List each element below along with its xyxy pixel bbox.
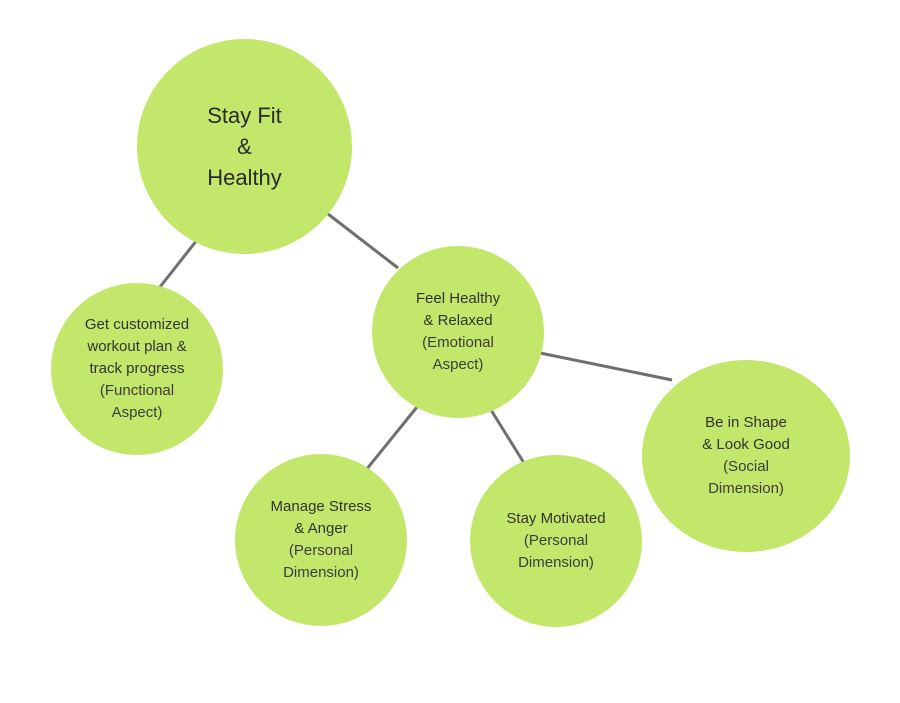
node-social-dimension: Be in Shape & Look Good (Social Dimensio… bbox=[642, 360, 850, 552]
node-functional-sub-2: Aspect) bbox=[111, 404, 163, 421]
node-emotional-sub-2: Aspect) bbox=[432, 356, 484, 373]
node-stay-fit-healthy: Stay Fit & Healthy bbox=[137, 39, 352, 254]
edge-root-emotional bbox=[327, 212, 399, 270]
node-social-title-1: Be in Shape bbox=[705, 414, 787, 431]
edge-root-functional bbox=[158, 239, 199, 288]
node-motivated-title-1: Stay Motivated bbox=[506, 510, 606, 527]
node-root-line-3: Healthy bbox=[207, 165, 282, 190]
node-functional-title-2: workout plan & bbox=[87, 338, 187, 355]
node-motivated-sub-2: Dimension) bbox=[518, 554, 594, 571]
node-stay-motivated: Stay Motivated (Personal Dimension) bbox=[470, 455, 642, 627]
node-stress-title-2: & Anger bbox=[294, 520, 348, 537]
edge-emotional-stress bbox=[364, 406, 419, 471]
node-emotional-title-1: Feel Healthy bbox=[415, 290, 501, 307]
node-root-line-2: & bbox=[237, 134, 252, 159]
node-emotional-title-2: & Relaxed bbox=[423, 312, 493, 329]
node-emotional-aspect: Feel Healthy & Relaxed (Emotional Aspect… bbox=[372, 246, 544, 418]
node-manage-stress: Manage Stress & Anger (Personal Dimensio… bbox=[235, 454, 407, 626]
node-social-sub-1: (Social bbox=[723, 458, 769, 475]
node-root-line-1: Stay Fit bbox=[207, 103, 282, 128]
node-motivated-sub-1: (Personal bbox=[523, 532, 589, 549]
node-social-title-2: & Look Good bbox=[702, 436, 790, 453]
node-emotional-sub-1: (Emotional bbox=[422, 334, 494, 351]
node-functional-sub-1: (Functional bbox=[99, 382, 175, 399]
node-functional-aspect: Get customized workout plan & track prog… bbox=[51, 283, 223, 455]
node-social-sub-2: Dimension) bbox=[708, 480, 784, 497]
edge-emotional-social bbox=[539, 351, 673, 382]
node-stress-sub-1: (Personal bbox=[288, 542, 354, 559]
node-stress-title-1: Manage Stress bbox=[270, 498, 372, 515]
node-functional-title-3: track progress bbox=[89, 360, 185, 377]
node-stress-sub-2: Dimension) bbox=[283, 564, 359, 581]
node-functional-title-1: Get customized bbox=[84, 316, 190, 333]
edge-emotional-motivated bbox=[489, 409, 526, 464]
